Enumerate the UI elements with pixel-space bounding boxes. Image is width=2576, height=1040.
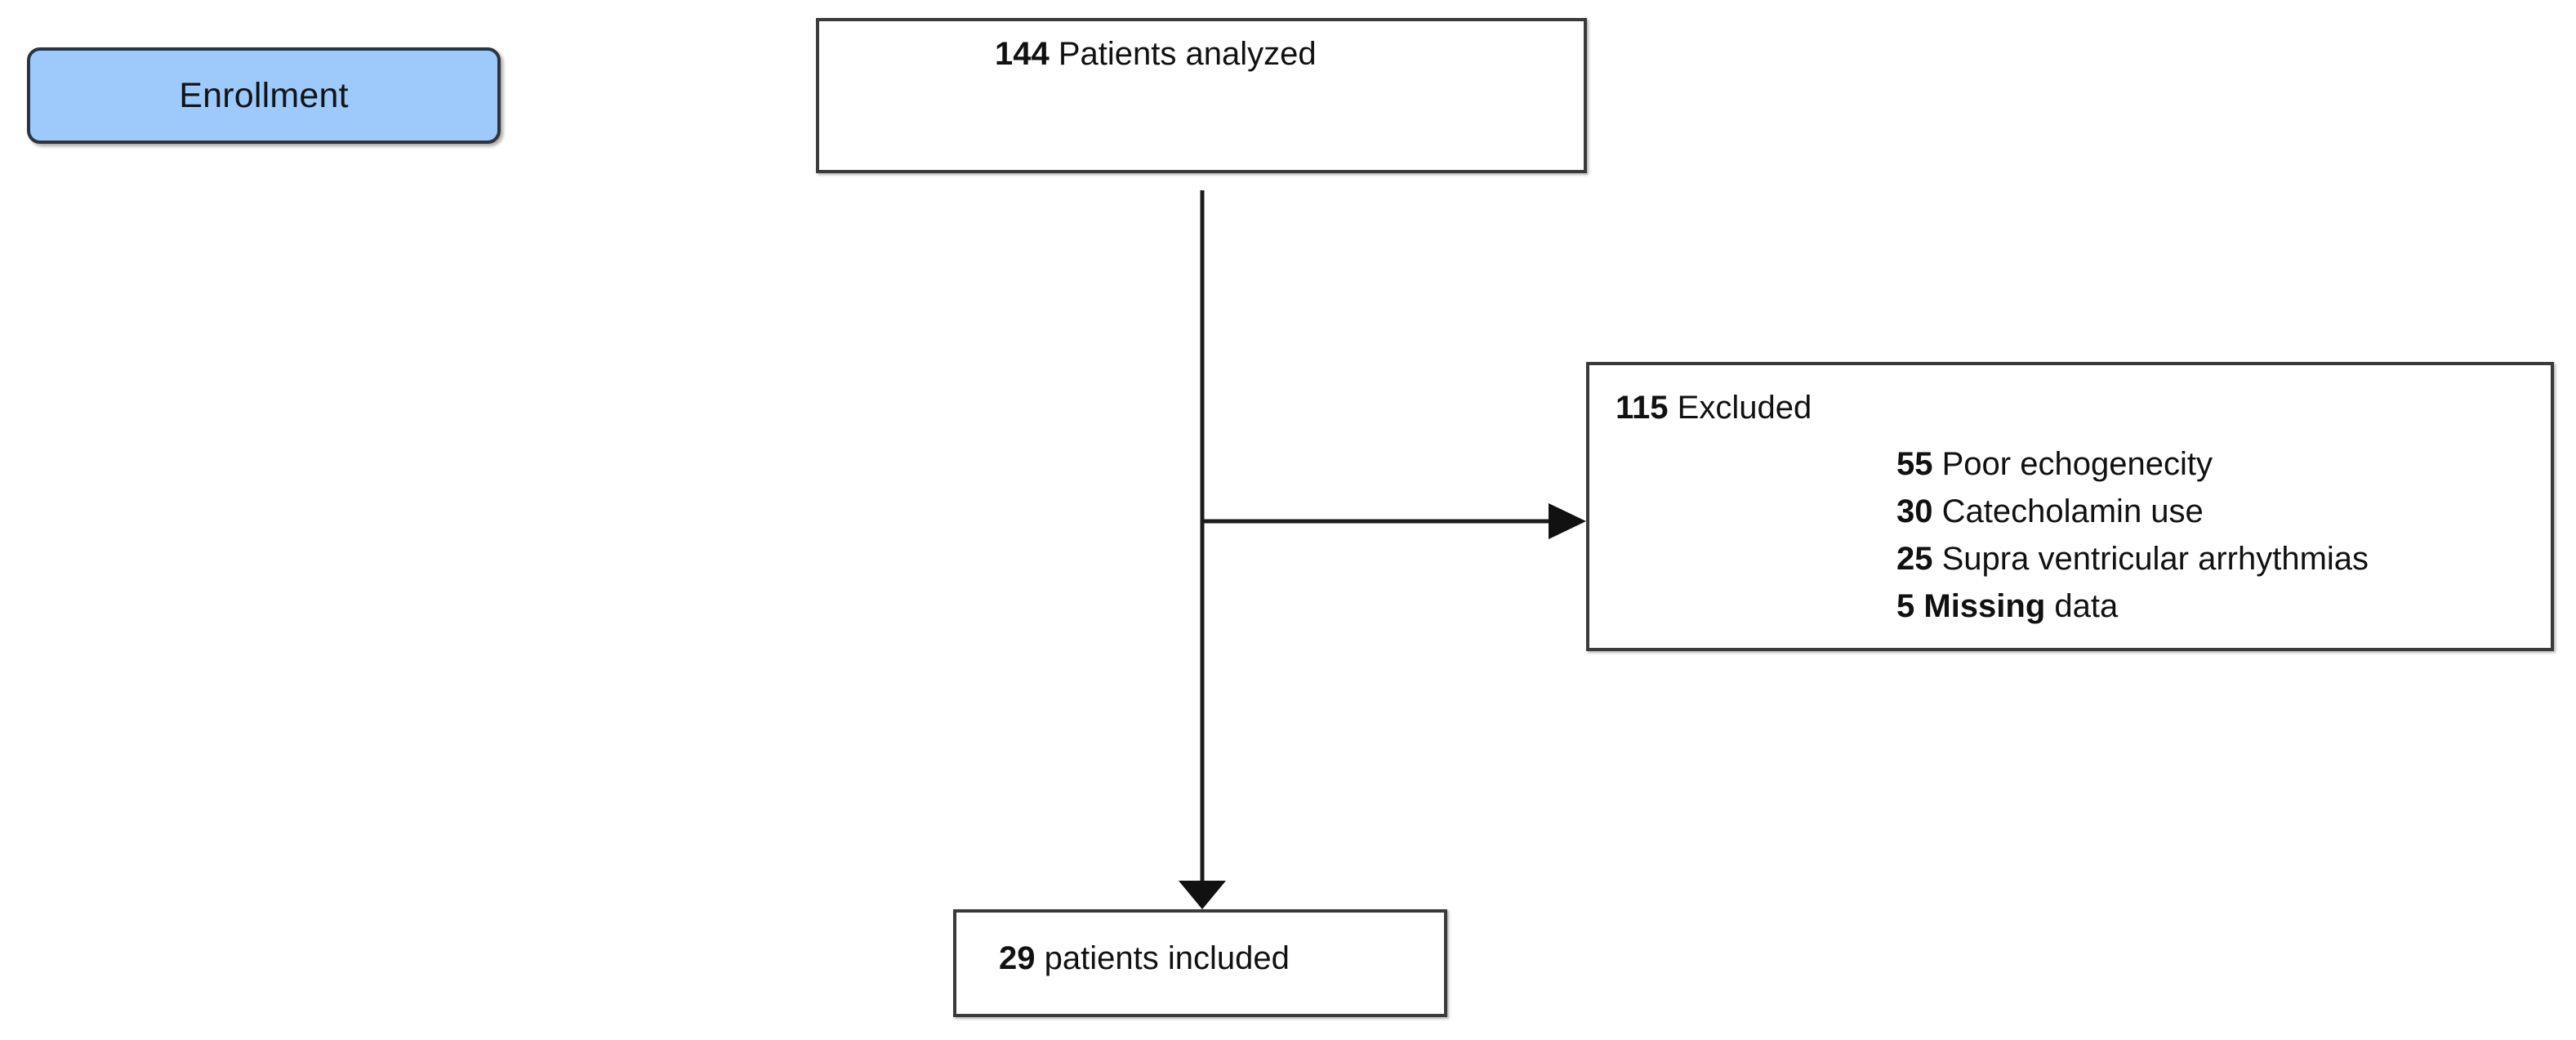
arrowhead-down-icon bbox=[1179, 881, 1226, 909]
reason-count: 30 bbox=[1896, 493, 1933, 529]
patients-included-text: 29 patients included bbox=[999, 942, 1290, 975]
reason-count: 5 bbox=[1896, 588, 1915, 624]
patients-included-count: 29 bbox=[999, 940, 1036, 976]
box-patients-analyzed: 144 Patients analyzed bbox=[816, 18, 1587, 173]
box-excluded: 115 Excluded 55 Poor echogenecity 30 Cat… bbox=[1586, 362, 2554, 651]
patients-analyzed-text: 144 Patients analyzed bbox=[995, 38, 1317, 70]
stage-badge-enrollment[interactable]: Enrollment bbox=[27, 47, 501, 144]
box-patients-included: 29 patients included bbox=[953, 909, 1447, 1017]
excluded-heading: 115 Excluded bbox=[1616, 391, 1812, 424]
reason-label: Catecholamin use bbox=[1932, 493, 2204, 529]
list-item: 25 Supra ventricular arrhythmias bbox=[1896, 542, 2369, 575]
stage-badge-label: Enrollment bbox=[179, 75, 349, 115]
excluded-count: 115 bbox=[1616, 390, 1669, 426]
excluded-reason-list: 55 Poor echogenecity 30 Catecholamin use… bbox=[1896, 448, 2369, 623]
list-item: 55 Poor echogenecity bbox=[1896, 448, 2369, 480]
list-item: 30 Catecholamin use bbox=[1896, 495, 2369, 528]
arrowhead-right-icon bbox=[1549, 503, 1586, 539]
reason-label: Poor echogenecity bbox=[1932, 446, 2213, 482]
reason-label: Supra ventricular arrhythmias bbox=[1932, 541, 2369, 577]
patients-analyzed-label: Patients analyzed bbox=[1049, 36, 1317, 72]
excluded-label: Excluded bbox=[1668, 390, 1812, 426]
reason-label bbox=[1914, 588, 1923, 624]
patients-included-label: patients included bbox=[1035, 940, 1290, 976]
patients-analyzed-count: 144 bbox=[995, 36, 1050, 72]
reason-label-bold: Missing bbox=[1923, 588, 2046, 624]
reason-count: 25 bbox=[1896, 541, 1933, 577]
list-item: 5 Missing data bbox=[1896, 590, 2369, 623]
reason-label-tail: data bbox=[2045, 588, 2119, 624]
reason-count: 55 bbox=[1896, 446, 1933, 482]
